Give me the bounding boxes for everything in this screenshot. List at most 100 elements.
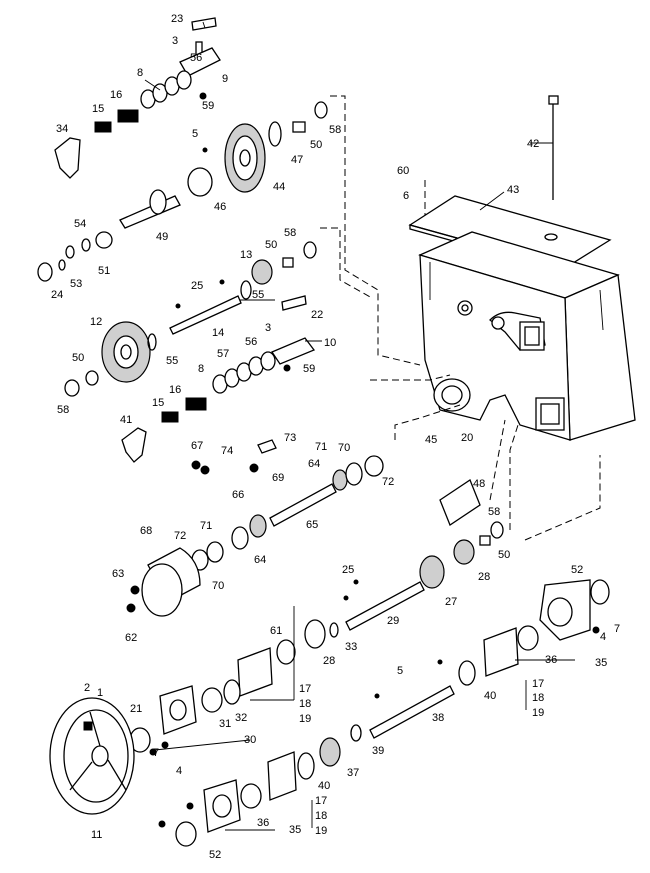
washer [65, 245, 75, 259]
guide-line [524, 455, 601, 541]
callout-number: 69 [272, 472, 284, 484]
callout-number: 19 [315, 825, 327, 837]
shift-fork [121, 427, 147, 463]
callout-number: 43 [507, 184, 519, 196]
chain [439, 479, 481, 526]
retaining-ring [268, 121, 282, 147]
housing-port-b-inner [540, 403, 560, 425]
callout-number: 6 [403, 190, 409, 202]
callout-number: 7 [614, 623, 620, 635]
callout-number: 22 [311, 309, 323, 321]
lower-flange-group [158, 751, 297, 847]
pulley-groove [63, 709, 129, 803]
spur-gear [453, 539, 475, 565]
nut [249, 463, 259, 473]
callout-number: 3 [172, 35, 178, 47]
callout-number: 52 [571, 564, 583, 576]
lower-shaft-group [276, 479, 504, 665]
spring [185, 397, 207, 411]
large-spur-gear-bore [239, 149, 251, 167]
chain-pin [191, 460, 201, 470]
right-flange-group [483, 579, 610, 677]
seal [590, 579, 610, 605]
callout-number: 66 [232, 489, 244, 501]
large-spur-gear-hub [113, 335, 139, 369]
callout-number: 58 [329, 124, 341, 136]
bearing [240, 783, 262, 809]
upper-gear-group [37, 101, 328, 282]
small-spur-gear [251, 259, 273, 285]
input-shaft-group [191, 439, 384, 571]
shaft-collar [149, 189, 167, 215]
callout-number: 4 [176, 765, 182, 777]
callout-number: 56 [245, 336, 257, 348]
key [219, 279, 225, 285]
bushing [282, 257, 294, 268]
bolt [158, 820, 166, 828]
guide-line [320, 227, 373, 299]
callout-number: 19 [299, 713, 311, 725]
bearing [517, 625, 539, 651]
callout-number: 9 [222, 73, 228, 85]
callout-number: 63 [112, 568, 124, 580]
bolt [186, 802, 194, 810]
callout-number: 40 [484, 690, 496, 702]
callout-number: 10 [324, 337, 336, 349]
dipstick-handle [548, 95, 559, 105]
bearing [95, 231, 113, 249]
housing-boss-a [457, 300, 473, 316]
callout-number: 28 [478, 571, 490, 583]
callout-number: 61 [270, 625, 282, 637]
callout-number: 50 [265, 239, 277, 251]
callout-number: 62 [125, 632, 137, 644]
gasket [483, 627, 519, 677]
housing-bracket-hole [491, 316, 505, 330]
callout-number: 32 [235, 712, 247, 724]
guide-line [394, 404, 461, 440]
callout-number: 46 [214, 201, 226, 213]
callout-number: 65 [306, 519, 318, 531]
key [175, 303, 181, 309]
key [437, 659, 443, 665]
flange-bore [212, 794, 232, 818]
callout-number: 27 [445, 596, 457, 608]
callout-number: 14 [212, 327, 224, 339]
drum-assembly [126, 547, 201, 617]
sprocket [332, 469, 348, 491]
drum-nut [130, 585, 140, 595]
gasket [237, 647, 273, 697]
callout-number: 19 [532, 707, 544, 719]
callout-number: 8 [137, 67, 143, 79]
housing-right-face [564, 274, 636, 441]
callout-number: 18 [315, 810, 327, 822]
housing-port-a [519, 321, 545, 351]
leader-line [144, 79, 161, 91]
callout-number: 55 [252, 289, 264, 301]
upper-shift-assembly [54, 17, 221, 179]
callout-number: 52 [209, 849, 221, 861]
callout-number: 8 [198, 363, 204, 375]
callout-number: 18 [532, 692, 544, 704]
callout-number: 45 [425, 434, 437, 446]
callout-number: 34 [56, 123, 68, 135]
bushing [479, 535, 491, 546]
key [353, 579, 359, 585]
callout-labels: 23 3 8 56 9 59 34 15 16 5 58 50 47 44 46… [51, 13, 620, 861]
pulley-hub [91, 745, 109, 767]
callout-number: 74 [221, 445, 233, 457]
callout-number: 12 [90, 316, 102, 328]
seal [175, 821, 197, 847]
callout-number: 71 [315, 441, 327, 453]
bearing [458, 660, 476, 686]
callout-number: 17 [315, 795, 327, 807]
leader-line [154, 739, 251, 751]
callout-number: 15 [92, 103, 104, 115]
cover-plate-hole [544, 233, 558, 241]
bearing [223, 679, 241, 705]
snap-ring [58, 259, 66, 271]
callout-number: 59 [303, 363, 315, 375]
pulley-spoke [107, 759, 127, 791]
callout-number: 70 [338, 442, 350, 454]
callout-number: 25 [191, 280, 203, 292]
spring [117, 109, 139, 123]
